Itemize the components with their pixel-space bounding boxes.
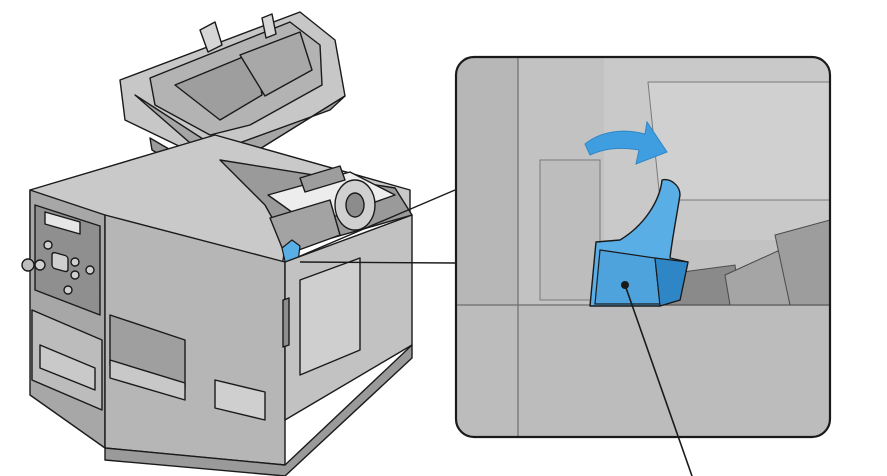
control-panel [21,204,101,316]
printer-base [104,344,413,476]
callout-pointer-line [624,284,693,476]
blue-lever [589,178,689,307]
roll-compartment [219,159,413,256]
callout-zoom [454,55,832,439]
printer-illustration [21,11,413,476]
open-top-cover [119,11,346,179]
curved-arrow-icon [584,120,668,165]
callout-leader-lines [297,189,456,264]
